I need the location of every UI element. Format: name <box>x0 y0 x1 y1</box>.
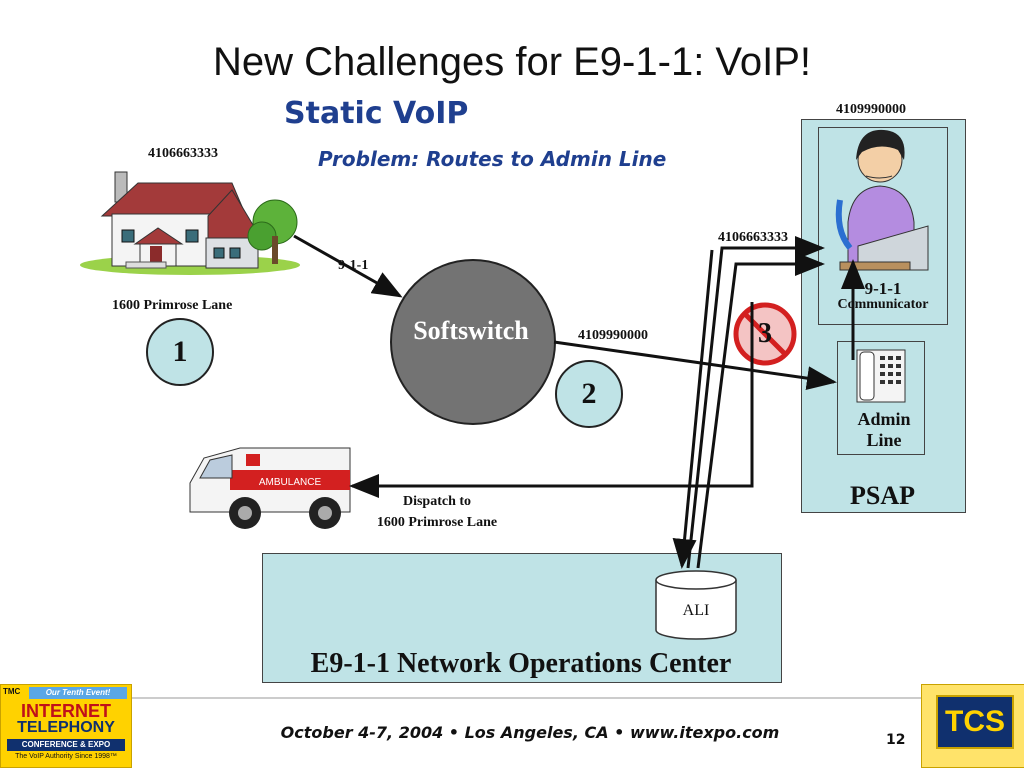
communicator-incoming-number: 4106663333 <box>718 230 788 245</box>
arrow-softswitch-to-admin <box>553 340 837 391</box>
arrow-ali-down <box>672 249 714 569</box>
ali-database-icon <box>655 570 737 640</box>
noc-label: E9-1-1 Network Operations Center <box>310 648 732 679</box>
admin-line-label-line1: Admin <box>857 409 911 429</box>
ali-label: ALI <box>682 602 710 619</box>
step-2-badge: 2 <box>555 360 623 428</box>
admin-line-label-line2: Line <box>866 430 902 450</box>
step-3-badge: 3 <box>758 318 772 349</box>
step-1-badge: 1 <box>146 318 214 386</box>
footer-divider <box>0 697 1024 699</box>
internet-telephony-logo: TMC Our Tenth Event! INTERNET TELEPHONY … <box>0 684 132 768</box>
problem-statement: Problem: Routes to Admin Line <box>318 147 667 171</box>
logo-line2: INTERNET <box>21 701 111 721</box>
softswitch-circle <box>390 259 556 425</box>
communicator-label-line1: 9-1-1 <box>864 279 902 298</box>
arrow-ali-to-communicator-2 <box>696 252 825 569</box>
logo-badge: TMC <box>3 687 21 696</box>
footer-text: October 4-7, 2004 • Los Angeles, CA • ww… <box>280 723 780 742</box>
house-phone-number: 4106663333 <box>148 146 218 161</box>
ambulance-icon: AMBULANCE <box>189 447 351 529</box>
psap-number: 4109990000 <box>836 102 906 117</box>
logo-tagline: Our Tenth Event! <box>29 687 127 699</box>
psap-label: PSAP <box>850 481 915 510</box>
logo-line4: CONFERENCE & EXPO <box>7 739 125 751</box>
house-icon <box>80 171 300 275</box>
tcs-logo-text: TCS <box>936 695 1014 749</box>
communicator-label-line2: Communicator <box>837 297 929 312</box>
softswitch-outgoing-number: 4109990000 <box>578 328 648 343</box>
operator-icon <box>835 129 929 271</box>
svg-text:AMBULANCE: AMBULANCE <box>259 477 322 488</box>
arrow-ali-to-communicator-1 <box>686 236 825 569</box>
page-number: 12 <box>886 732 906 748</box>
call-911-label: 9-1-1 <box>338 258 369 273</box>
arrow-house-to-softswitch <box>293 234 403 298</box>
dispatch-line1: Dispatch to <box>402 494 472 509</box>
slide-title: New Challenges for E9-1-1: VoIP! <box>212 40 812 84</box>
softswitch-label: Softswitch <box>413 316 529 345</box>
logo-line3: TELEPHONY <box>17 719 115 736</box>
slide-subtitle: Static VoIP <box>284 96 469 131</box>
phone-icon <box>856 349 906 403</box>
dispatch-line2: 1600 Primrose Lane <box>376 515 498 530</box>
logo-line5: The VoIP Authority Since 1998™ <box>15 753 117 760</box>
tcs-logo: TCS <box>921 684 1024 768</box>
arrow-psap-to-ambulance <box>349 302 754 498</box>
house-address: 1600 Primrose Lane <box>112 298 233 313</box>
